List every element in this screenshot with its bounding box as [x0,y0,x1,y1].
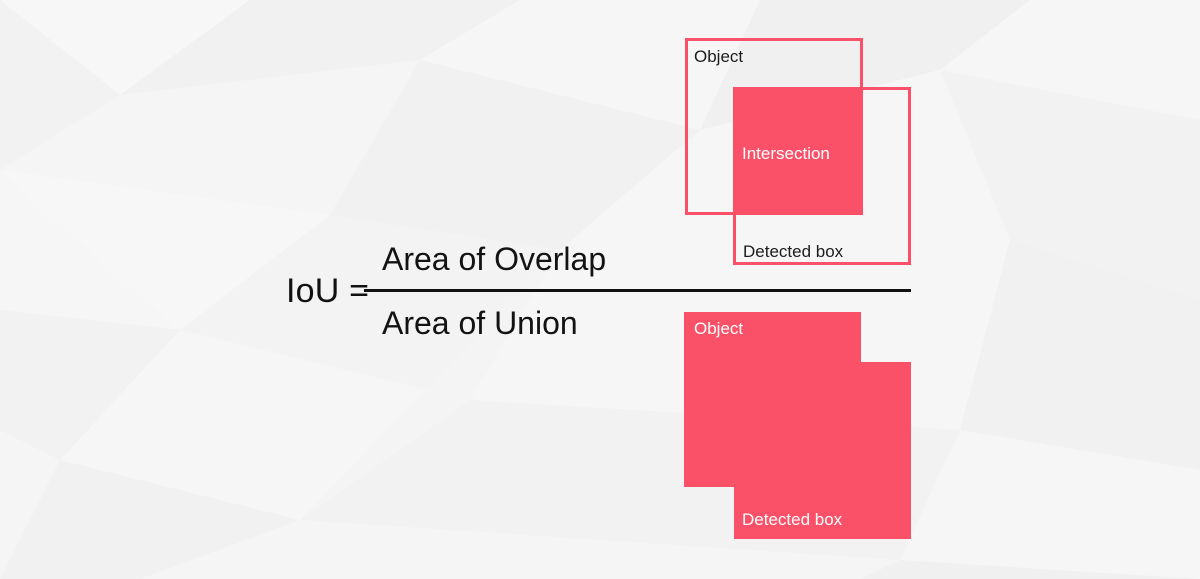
detected-box-label-intersection: Detected box [743,242,844,261]
intersection-region [734,88,861,215]
detected-box-label-union: Detected box [742,510,843,529]
object-label-intersection: Object [694,47,744,66]
intersection-label: Intersection [742,144,830,163]
object-label-union: Object [694,319,744,338]
union-polygon [684,312,911,539]
union-region [684,312,911,539]
